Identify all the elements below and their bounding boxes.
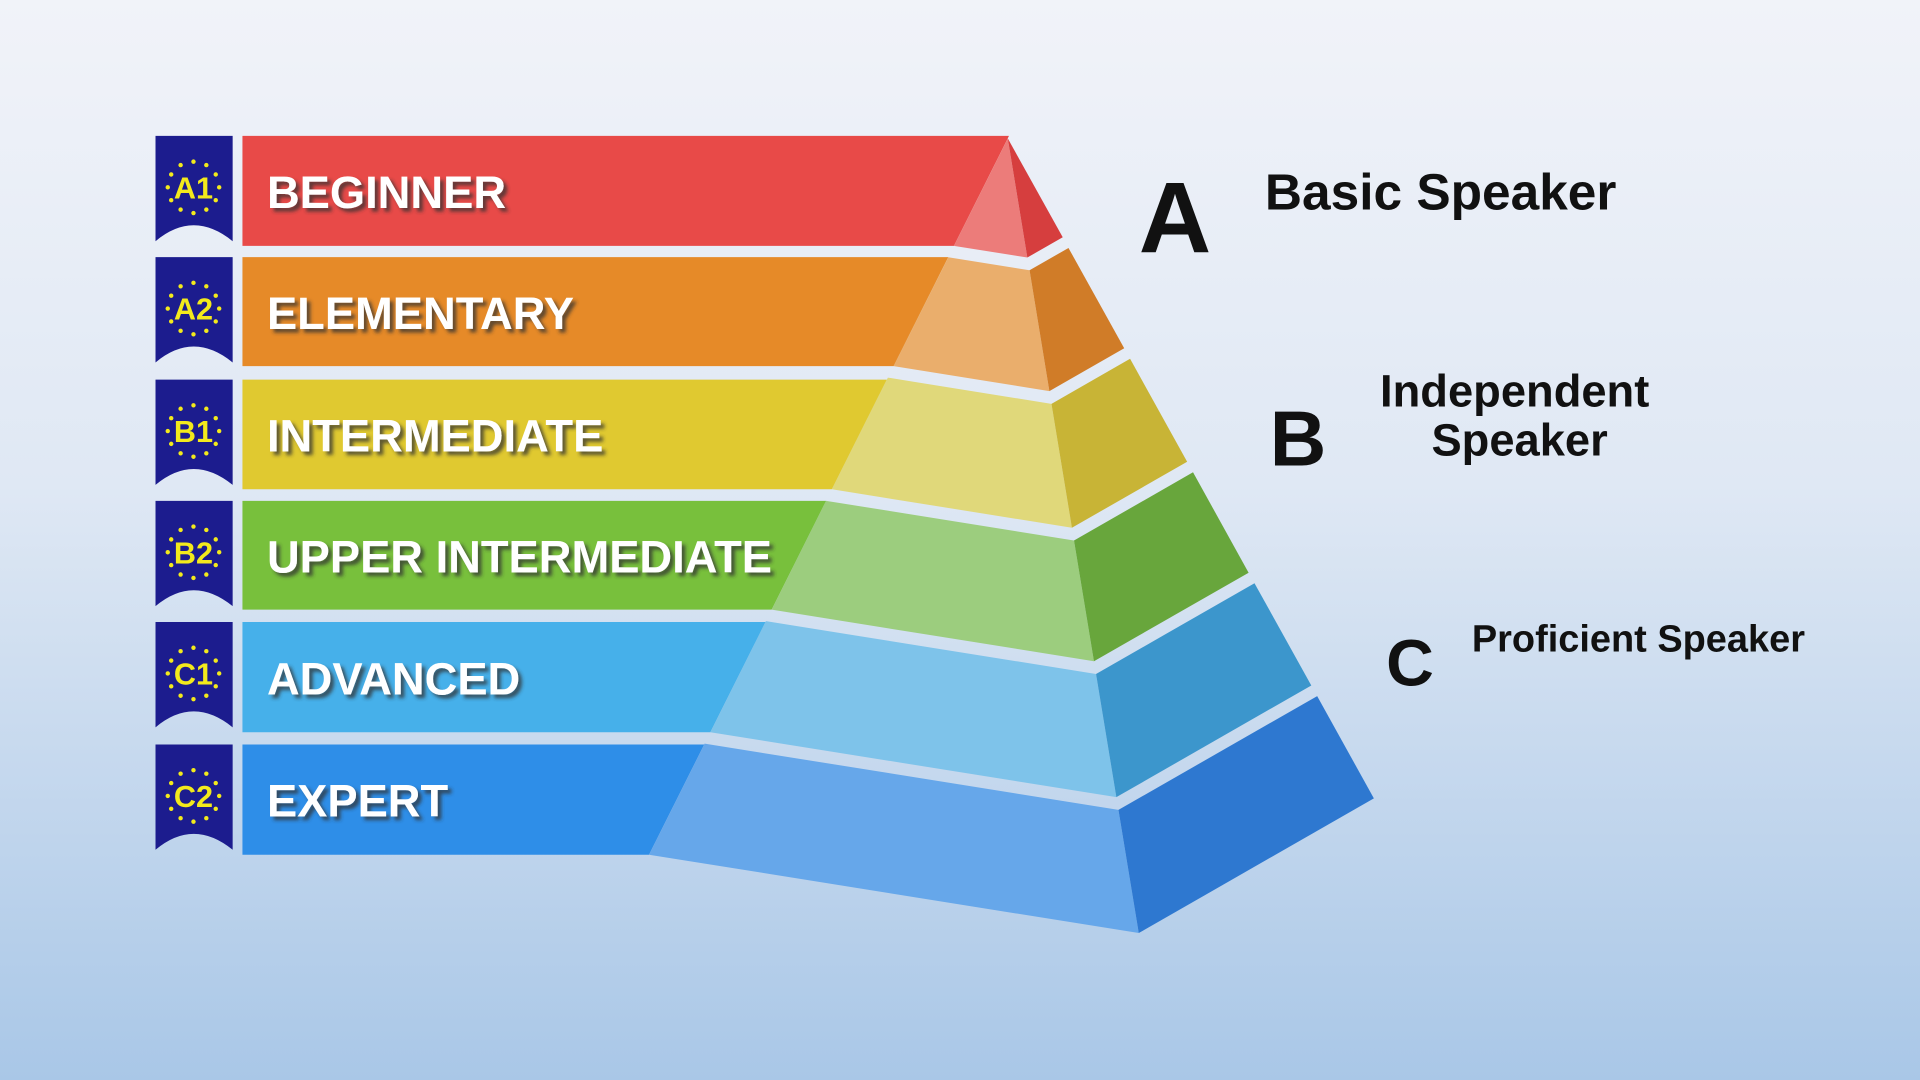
group-c: C Proficient Speaker (1386, 618, 1805, 700)
group-c-title: Proficient Speaker (1472, 618, 1805, 660)
level-bar (242, 379, 887, 490)
ribbon-badge-icon (155, 500, 233, 607)
group-b-title-line2: Speaker (1431, 415, 1607, 466)
pyramid-front-face (648, 743, 1139, 934)
pyramid-front-face (893, 257, 1050, 392)
level-label: ADVANCED (267, 653, 520, 704)
group-b-title-line1: Independent (1380, 366, 1649, 417)
level-labels: BEGINNER ELEMENTARY INTERMEDIATE UPPER INTE… (267, 167, 772, 827)
pyramid-front-face (953, 138, 1028, 258)
pyramid-layer-c2 (242, 696, 1374, 934)
group-a: A Basic Speaker (1139, 162, 1617, 274)
group-c-letter: C (1386, 627, 1434, 701)
badge-code: B2 (174, 536, 213, 570)
ribbon-badge-icon (155, 379, 233, 485)
pyramid-layer-c1 (242, 583, 1312, 798)
badge-a2: A2 (155, 257, 233, 363)
pyramid-side-face (1007, 138, 1063, 258)
level-bar (242, 744, 705, 855)
group-a-letter: A (1139, 162, 1212, 274)
ribbon-badge-icon (155, 257, 233, 363)
level-label: EXPERT (267, 776, 449, 827)
pyramid-layer-b1 (242, 358, 1188, 528)
level-label: ELEMENTARY (267, 288, 574, 339)
badge-code: C1 (174, 657, 213, 691)
badge-code: B1 (174, 415, 213, 449)
ribbon-badge-icon (155, 622, 233, 728)
pyramid-side-face (1096, 583, 1312, 798)
eu-stars-icon (165, 645, 222, 702)
badge-code: A2 (174, 293, 213, 327)
pyramid-layer-b2 (242, 472, 1249, 662)
eu-stars-icon (165, 768, 222, 824)
pyramid-side-face (1118, 696, 1374, 934)
eu-stars-icon (165, 403, 222, 459)
level-label: BEGINNER (267, 167, 506, 218)
badge-a1: A1 (155, 135, 233, 242)
ribbon-badge-icon (155, 744, 233, 850)
eu-stars-icon (165, 524, 222, 581)
level-bar (242, 257, 949, 367)
level-label: UPPER INTERMEDIATE (267, 531, 772, 582)
badge-code: A1 (174, 171, 213, 205)
level-bar (242, 500, 827, 610)
level-bar (242, 622, 766, 733)
ribbon-badge-icon (155, 135, 233, 242)
group-a-title: Basic Speaker (1265, 162, 1617, 220)
pyramid-front-face (771, 500, 1094, 662)
group-b-letter: B (1270, 394, 1327, 482)
badge-c1: C1 (155, 622, 233, 728)
level-label: INTERMEDIATE (267, 411, 603, 462)
pyramid-layers (242, 135, 1374, 934)
pyramid-side-face (1029, 247, 1125, 392)
pyramid-layer-a1 (242, 135, 1063, 258)
pyramid-front-face (831, 377, 1072, 528)
pyramid-side-face (1074, 472, 1249, 662)
level-bar (242, 135, 1009, 246)
pyramid-layer-a2 (242, 247, 1125, 392)
group-b: B Independent Speaker (1270, 366, 1650, 483)
badge-b1: B1 (155, 379, 233, 485)
badge-b2: B2 (155, 500, 233, 607)
badge-code: C2 (174, 780, 213, 814)
pyramid-side-face (1051, 358, 1188, 528)
pyramid-front-face (710, 621, 1117, 798)
badge-c2: C2 (155, 744, 233, 850)
eu-stars-icon (165, 280, 222, 337)
eu-stars-icon (165, 159, 222, 216)
